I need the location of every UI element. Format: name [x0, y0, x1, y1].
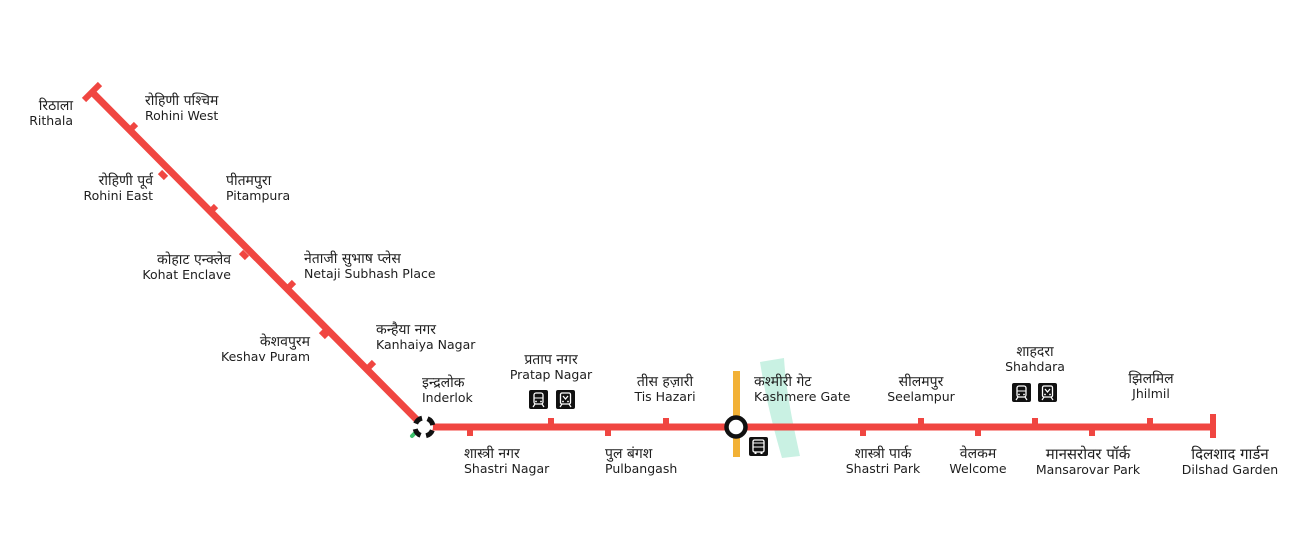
station-label-netaji-subhash-place[interactable]: नेताजी सुभाष प्लेस Netaji Subhash Place	[304, 251, 436, 282]
metro-icon	[556, 390, 575, 409]
station-label-tis-hazari[interactable]: तीस हज़ारी Tis Hazari	[634, 374, 696, 405]
interchange-inderlok-icon[interactable]	[412, 415, 436, 439]
station-label-kanhaiya-nagar[interactable]: कन्हैया नगर Kanhaiya Nagar	[376, 322, 476, 353]
station-label-inderlok[interactable]: इन्द्रलोक Inderlok	[422, 375, 473, 406]
station-label-rithala[interactable]: रिठाला Rithala	[29, 98, 73, 129]
yellow-line-segment	[733, 371, 740, 457]
train-icon	[1012, 383, 1031, 402]
station-label-shastri-park[interactable]: शास्त्री पार्क Shastri Park	[845, 446, 921, 477]
train-icon	[529, 390, 548, 409]
station-label-keshav-puram[interactable]: केशवपुरम Keshav Puram	[221, 334, 310, 365]
station-label-pitampura[interactable]: पीतमपुरा Pitampura	[226, 173, 291, 204]
station-label-pulbangash[interactable]: पुल बंगश Pulbangash	[605, 446, 678, 477]
station-ticks	[127, 121, 377, 371]
interchange-kashmere-gate-icon[interactable]	[724, 415, 748, 439]
terminal-cap-rithala	[81, 81, 103, 103]
station-label-shastri-nagar[interactable]: शास्त्री नगर Shastri Nagar	[464, 446, 550, 477]
station-ticks-horizontal	[467, 418, 1153, 436]
station-label-welcome[interactable]: वेलकम Welcome	[949, 446, 1007, 477]
station-label-pratap-nagar[interactable]: प्रताप नगर Pratap Nagar	[509, 352, 593, 383]
station-label-rohini-west[interactable]: रोहिणी पश्चिम Rohini West	[145, 93, 219, 124]
station-label-kashmere-gate[interactable]: कश्मीरी गेट Kashmere Gate	[754, 374, 851, 405]
station-label-shahdara[interactable]: शाहदरा Shahdara	[1005, 344, 1065, 375]
station-label-mansarovar-park[interactable]: मानसरोवर पॉर्क Mansarovar Park	[1035, 445, 1141, 478]
station-label-rohini-east[interactable]: रोहिणी पूर्व Rohini East	[83, 173, 153, 204]
metro-icon	[1038, 383, 1057, 402]
station-label-kohat-enclave[interactable]: कोहाट एन्क्लेव Kohat Enclave	[142, 252, 231, 283]
station-label-jhilmil[interactable]: झिलमिल Jhilmil	[1128, 371, 1174, 402]
river-shape	[760, 358, 800, 458]
station-label-seelampur[interactable]: सीलमपुर Seelampur	[887, 374, 955, 405]
station-label-dilshad-garden[interactable]: दिलशाद गार्डन Dilshad Garden	[1181, 445, 1279, 478]
bus-icon	[749, 437, 768, 456]
